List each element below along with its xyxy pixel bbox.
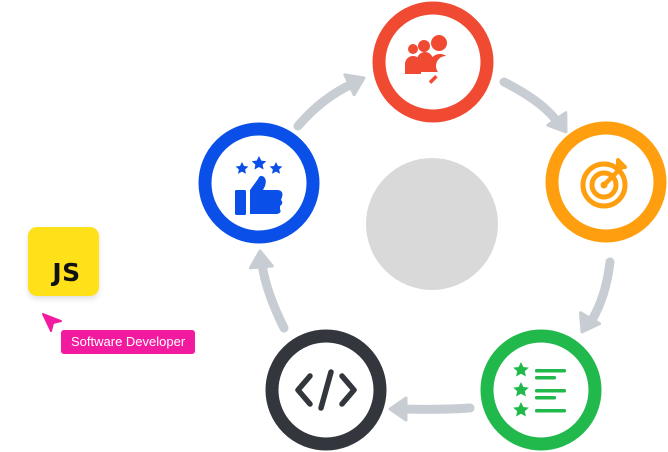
node-team [372,1,494,123]
cycle-arrow [587,257,615,325]
target-icon [580,158,628,209]
center-circle [366,158,498,290]
cycle-arrow-head [546,111,568,134]
cycle-arrows [248,73,615,422]
code-icon [295,369,357,411]
cycle-arrow [397,403,475,414]
cycle-arrow [257,259,289,333]
node-feedback [198,122,320,244]
cycle-arrow-head [578,311,602,334]
cycle-arrow-head [388,396,408,422]
team-search-icon [405,35,456,84]
star-checklist-icon [513,362,566,417]
cycle-arrow [499,77,561,125]
thumbs-up-stars-icon [235,156,283,215]
javascript-badge: JS [28,227,99,296]
cycle-arrow [293,79,357,131]
cycle-arrow-head [248,249,274,270]
role-tag: Software Developer [61,330,196,354]
cursor-pointer-icon [42,313,62,332]
node-review [480,329,602,451]
cycle-arrow-head [343,73,366,97]
node-target [545,121,667,243]
javascript-badge-label: JS [52,258,81,287]
node-code [265,329,387,451]
